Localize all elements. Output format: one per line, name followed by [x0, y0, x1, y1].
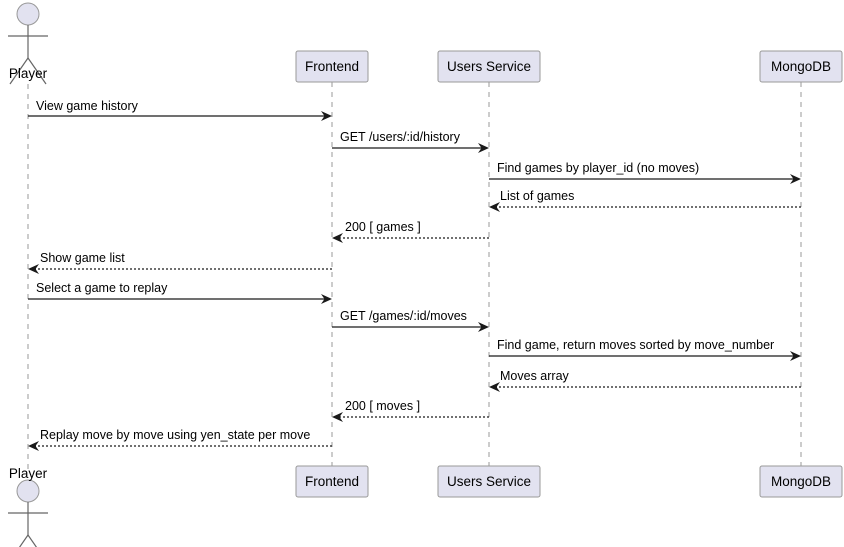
actor-label-player: Player — [9, 66, 48, 81]
actor-head-player — [16, 479, 40, 503]
participant-box-mongodb[interactable] — [759, 465, 843, 498]
participant-label-users_service: Users Service — [447, 474, 531, 489]
message-label-6: Show game list — [40, 251, 125, 265]
participant-box-frontend[interactable] — [295, 465, 369, 498]
message-arrowhead-12 — [28, 441, 39, 451]
message-arrowhead-1 — [321, 111, 332, 121]
participant-users_service[interactable]: Users Service — [437, 50, 541, 83]
message-arrowhead-6 — [28, 264, 39, 274]
participant-label-frontend: Frontend — [305, 59, 359, 74]
message-label-5: 200 [ games ] — [345, 220, 421, 234]
message-4[interactable]: List of games — [489, 189, 801, 212]
message-arrowhead-9 — [790, 351, 801, 361]
message-2[interactable]: GET /users/:id/history — [332, 130, 489, 153]
message-arrowhead-8 — [478, 322, 489, 332]
participant-label-mongodb: MongoDB — [771, 474, 831, 489]
participant-mongodb[interactable]: MongoDB — [759, 465, 843, 498]
actor-label-player: Player — [9, 466, 48, 481]
participant-frontend[interactable]: Frontend — [295, 50, 369, 83]
message-11[interactable]: 200 [ moves ] — [332, 399, 489, 422]
actor-leg-left-player — [18, 534, 29, 547]
message-label-4: List of games — [500, 189, 574, 203]
message-label-9: Find game, return moves sorted by move_n… — [497, 338, 774, 352]
message-arrowhead-2 — [478, 143, 489, 153]
message-10[interactable]: Moves array — [489, 369, 801, 392]
participant-mongodb[interactable]: MongoDB — [759, 50, 843, 83]
participant-box-users_service[interactable] — [437, 465, 541, 498]
message-label-8: GET /games/:id/moves — [340, 309, 467, 323]
actor-leg-right-player — [27, 534, 38, 547]
message-3[interactable]: Find games by player_id (no moves) — [489, 161, 801, 184]
message-6[interactable]: Show game list — [28, 251, 332, 274]
participant-label-users_service: Users Service — [447, 59, 531, 74]
actor-player[interactable]: Player — [8, 2, 48, 85]
participant-box-users_service[interactable] — [437, 50, 541, 83]
message-7[interactable]: Select a game to replay — [28, 281, 332, 304]
message-arrowhead-3 — [790, 174, 801, 184]
message-label-2: GET /users/:id/history — [340, 130, 461, 144]
message-arrowhead-11 — [332, 412, 343, 422]
message-label-1: View game history — [36, 99, 139, 113]
actor-leg-right-player — [27, 57, 47, 85]
lifelines-layer — [27, 82, 802, 470]
message-label-3: Find games by player_id (no moves) — [497, 161, 699, 175]
message-12[interactable]: Replay move by move using yen_state per … — [28, 428, 332, 451]
participant-frontend[interactable]: Frontend — [295, 465, 369, 498]
message-label-11: 200 [ moves ] — [345, 399, 420, 413]
message-label-10: Moves array — [500, 369, 570, 383]
actor-player[interactable]: Player — [8, 466, 48, 547]
message-arrowhead-10 — [489, 382, 500, 392]
participant-label-frontend: Frontend — [305, 474, 359, 489]
participant-box-mongodb[interactable] — [759, 50, 843, 83]
message-label-7: Select a game to replay — [36, 281, 168, 295]
participant-label-mongodb: MongoDB — [771, 59, 831, 74]
message-label-12: Replay move by move using yen_state per … — [40, 428, 310, 442]
message-arrowhead-7 — [321, 294, 332, 304]
message-arrowhead-5 — [332, 233, 343, 243]
message-8[interactable]: GET /games/:id/moves — [332, 309, 489, 332]
participant-box-frontend[interactable] — [295, 50, 369, 83]
message-1[interactable]: View game history — [28, 99, 332, 121]
message-9[interactable]: Find game, return moves sorted by move_n… — [489, 338, 801, 361]
participant-users_service[interactable]: Users Service — [437, 465, 541, 498]
message-5[interactable]: 200 [ games ] — [332, 220, 489, 243]
actor-leg-left-player — [9, 57, 29, 85]
message-arrowhead-4 — [489, 202, 500, 212]
actor-head-player — [16, 2, 40, 26]
